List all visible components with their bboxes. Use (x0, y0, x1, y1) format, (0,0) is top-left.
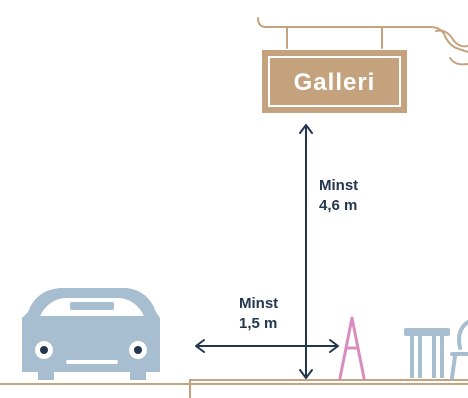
a-frame-sign-icon (338, 316, 366, 380)
vertical-label-line2: 4,6 m (319, 197, 357, 214)
horizontal-clearance-arrow (195, 339, 339, 353)
horizontal-label-line1: Minst (239, 295, 278, 312)
cafe-table-icon (404, 328, 450, 378)
sidewalk (189, 379, 468, 398)
car-icon (22, 288, 160, 380)
cafe-chair-icon (450, 320, 468, 380)
sign-text: Galleri (294, 69, 376, 96)
gallery-sign: Galleri (262, 50, 407, 113)
hanging-sign-ornament-icon (257, 17, 468, 66)
vertical-clearance-arrow (299, 124, 313, 379)
horizontal-label-line2: 1,5 m (239, 315, 277, 332)
vertical-label-line1: Minst (319, 177, 358, 194)
